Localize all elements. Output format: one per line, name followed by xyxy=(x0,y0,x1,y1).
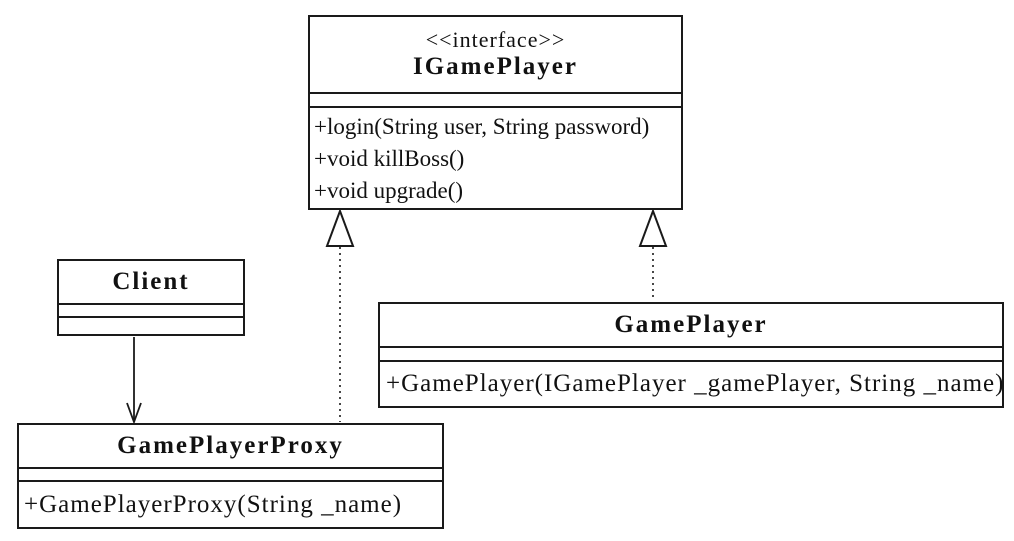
realization-triangle-icon xyxy=(325,208,355,247)
association-arrowhead-icon xyxy=(126,402,142,425)
gameplayer-method-constructor: +GamePlayer(IGamePlayer _gamePlayer, Str… xyxy=(386,370,1005,397)
gameplayerproxy-methods-compartment: +GamePlayerProxy(String _name) xyxy=(19,482,442,527)
gameplayer-title-compartment: GamePlayer xyxy=(380,304,1002,346)
uml-class-client: Client xyxy=(57,259,245,336)
igameplayer-class-name: IGamePlayer xyxy=(412,52,578,80)
client-attributes-compartment xyxy=(59,303,243,318)
gameplayerproxy-class-name: GamePlayerProxy xyxy=(117,431,344,459)
igameplayer-stereotype: <<interface>> xyxy=(425,27,566,53)
uml-class-igameplayer: <<interface>> IGamePlayer +login(String … xyxy=(308,15,683,210)
igameplayer-method-login: +login(String user, String password) xyxy=(314,114,650,139)
client-class-name: Client xyxy=(112,267,190,295)
realization-triangle-icon xyxy=(638,208,668,247)
igameplayer-methods-compartment: +login(String user, String password) +vo… xyxy=(310,108,681,208)
igameplayer-method-killboss: +void killBoss() xyxy=(314,146,465,171)
gameplayerproxy-title-compartment: GamePlayerProxy xyxy=(19,425,442,467)
gameplayerproxy-attributes-compartment xyxy=(19,467,442,482)
gameplayer-attributes-compartment xyxy=(380,346,1002,362)
client-title-compartment: Client xyxy=(59,261,243,303)
uml-class-gameplayer: GamePlayer +GamePlayer(IGamePlayer _game… xyxy=(378,302,1004,408)
gameplayer-methods-compartment: +GamePlayer(IGamePlayer _gamePlayer, Str… xyxy=(380,362,1005,406)
igameplayer-attributes-compartment xyxy=(310,92,681,108)
igameplayer-method-upgrade: +void upgrade() xyxy=(314,178,464,203)
gameplayerproxy-method-constructor: +GamePlayerProxy(String _name) xyxy=(24,490,403,518)
gameplayer-class-name: GamePlayer xyxy=(614,310,768,338)
client-methods-compartment xyxy=(59,318,243,334)
uml-class-gameplayerproxy: GamePlayerProxy +GamePlayerProxy(String … xyxy=(17,423,444,529)
igameplayer-title-compartment: <<interface>> IGamePlayer xyxy=(310,17,681,92)
